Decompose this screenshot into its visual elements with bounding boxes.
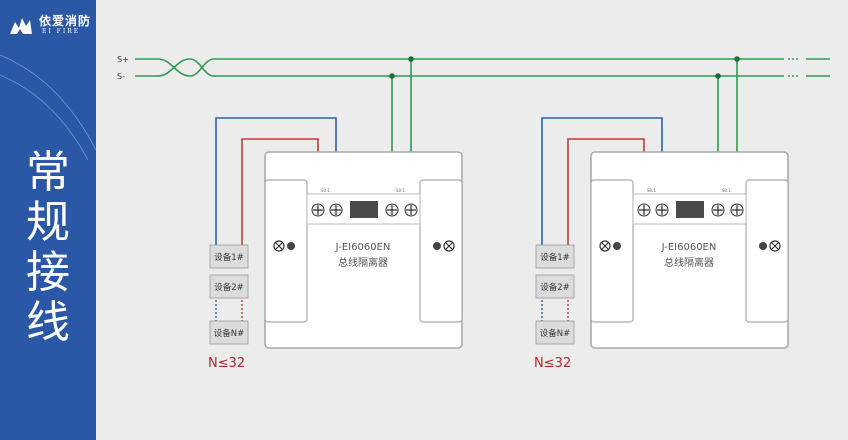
brand-name-cn: 依爱消防 xyxy=(39,14,92,28)
device-box-1: 设备1# xyxy=(535,244,575,269)
brand-name-en: EI FIRE xyxy=(42,28,81,35)
fire-logo-icon xyxy=(10,18,32,34)
device-box-1: 设备1# xyxy=(209,244,249,269)
terminal-screw-icon xyxy=(329,203,343,217)
device-label: 设备2# xyxy=(540,282,570,293)
terminal-label-left: S0.1 xyxy=(647,188,656,193)
device-box-n: 设备N# xyxy=(209,320,249,345)
bus-negative-label: S- xyxy=(117,72,125,81)
terminal-screw-icon xyxy=(637,203,651,217)
display-window xyxy=(350,201,378,218)
device-box-2: 设备2# xyxy=(209,274,249,299)
isolator-module-2: S0.1 S0.1 xyxy=(534,56,789,371)
section-title-char: 规 xyxy=(26,197,70,248)
isolator-name: 总线隔离器 xyxy=(338,256,388,269)
terminal-screw-icon xyxy=(404,203,418,217)
isolator-name: 总线隔离器 xyxy=(664,256,714,269)
device-label: 设备N# xyxy=(214,328,244,339)
bus-junction-dot xyxy=(715,73,721,79)
device-label: 设备1# xyxy=(214,252,244,263)
mounting-screw-icon xyxy=(599,240,621,252)
terminal-screw-icon xyxy=(385,203,399,217)
sidebar: 依爱消防 EI FIRE 常 规 接 线 xyxy=(0,0,96,440)
bus-positive-label: S+ xyxy=(117,55,129,64)
isolator-module-1: S0.1 S0.1 xyxy=(208,56,463,371)
wiring-diagram: S+ S- xyxy=(117,55,830,371)
terminal-strip xyxy=(306,193,421,225)
terminal-label-right: S0.1 xyxy=(722,188,731,193)
terminal-screw-icon xyxy=(311,203,325,217)
terminal-screw-icon xyxy=(711,203,725,217)
mounting-screw-icon xyxy=(759,240,781,252)
bus-junction-dot xyxy=(389,73,395,79)
sidebar-decor-curves xyxy=(0,54,96,160)
section-title-char: 接 xyxy=(26,247,70,298)
terminal-screw-icon xyxy=(730,203,744,217)
bus-junction-dot xyxy=(734,56,740,62)
display-window xyxy=(676,201,704,218)
device-box-2: 设备2# xyxy=(535,274,575,299)
terminal-label-left: S0.1 xyxy=(321,188,330,193)
device-label: 设备N# xyxy=(540,328,570,339)
bus-junction-dot xyxy=(408,56,414,62)
device-count-label: N≤32 xyxy=(208,356,245,371)
mounting-screw-icon xyxy=(273,240,295,252)
isolator-model: J-EI6060EN xyxy=(661,242,717,253)
mounting-screw-icon xyxy=(433,240,455,252)
section-title-char: 线 xyxy=(26,297,70,348)
device-count-label: N≤32 xyxy=(534,356,571,371)
terminal-screw-icon xyxy=(655,203,669,217)
bus-lines xyxy=(135,58,830,77)
isolator-model: J-EI6060EN xyxy=(335,242,391,253)
terminal-label-right: S0.1 xyxy=(396,188,405,193)
device-box-n: 设备N# xyxy=(535,320,575,345)
section-title-char: 常 xyxy=(26,147,70,198)
device-label: 设备1# xyxy=(540,252,570,263)
device-label: 设备2# xyxy=(214,282,244,293)
section-title: 常 规 接 线 xyxy=(14,148,82,348)
